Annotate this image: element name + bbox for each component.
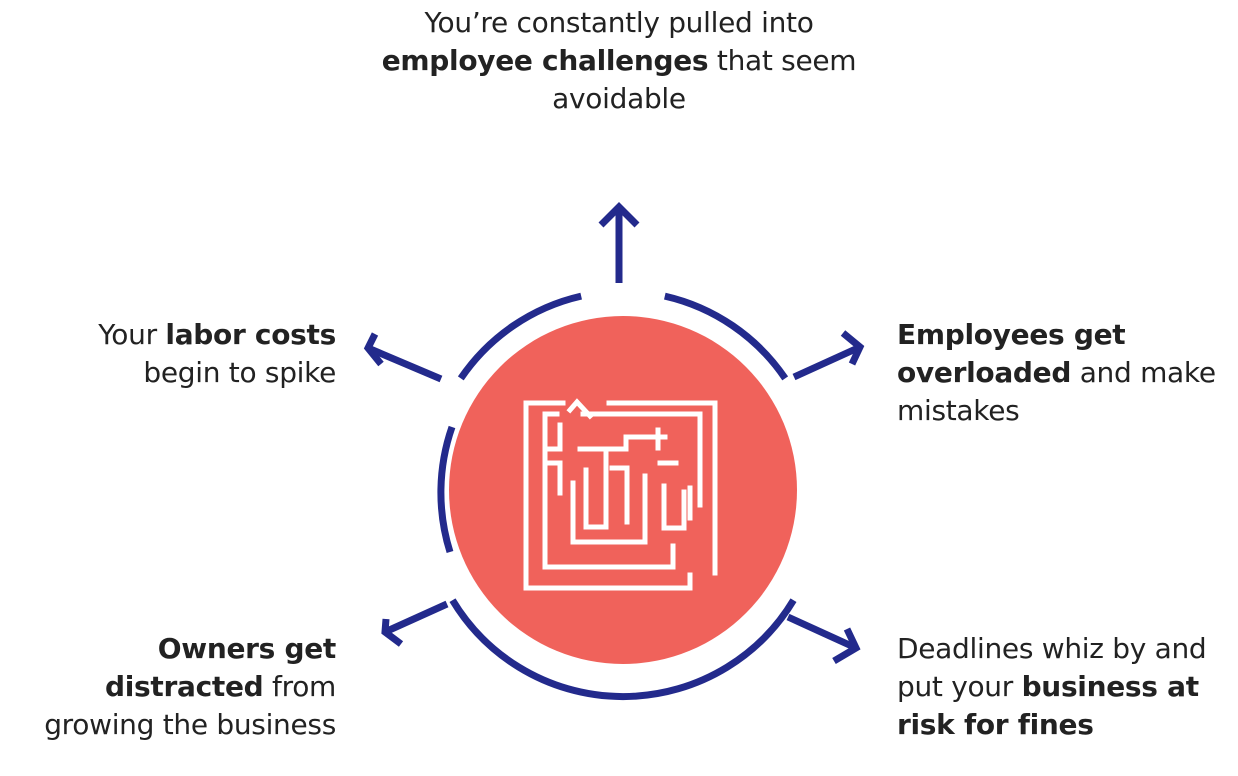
maze-icon bbox=[523, 398, 718, 591]
caption-left-bold: labor costs bbox=[165, 318, 336, 351]
caption-right: Employees get overloaded and make mistak… bbox=[897, 318, 1216, 427]
arrow-icon bbox=[363, 332, 443, 383]
caption-bottom-left-bold: Owners get distracted bbox=[105, 632, 336, 703]
arrow-icon bbox=[381, 600, 449, 647]
center-disc bbox=[449, 316, 797, 664]
caption-top: You’re constantly pulled into employee c… bbox=[381, 6, 857, 115]
caption-top-bold: employee challenges bbox=[381, 44, 709, 77]
arrow-icon bbox=[786, 613, 861, 665]
outer-ring bbox=[437, 292, 797, 700]
arrow-icon bbox=[598, 202, 640, 283]
arrow-icon bbox=[792, 330, 865, 381]
caption-bottom-left: Owners get distracted from growing the b… bbox=[44, 632, 336, 741]
caption-right-bold: Employees get overloaded bbox=[897, 318, 1126, 389]
caption-bottom-right-bold: business at risk for fines bbox=[897, 670, 1199, 741]
caption-bottom-right: Deadlines whiz by and put your business … bbox=[897, 632, 1207, 741]
caption-left: Your labor costs begin to spike bbox=[98, 318, 336, 389]
